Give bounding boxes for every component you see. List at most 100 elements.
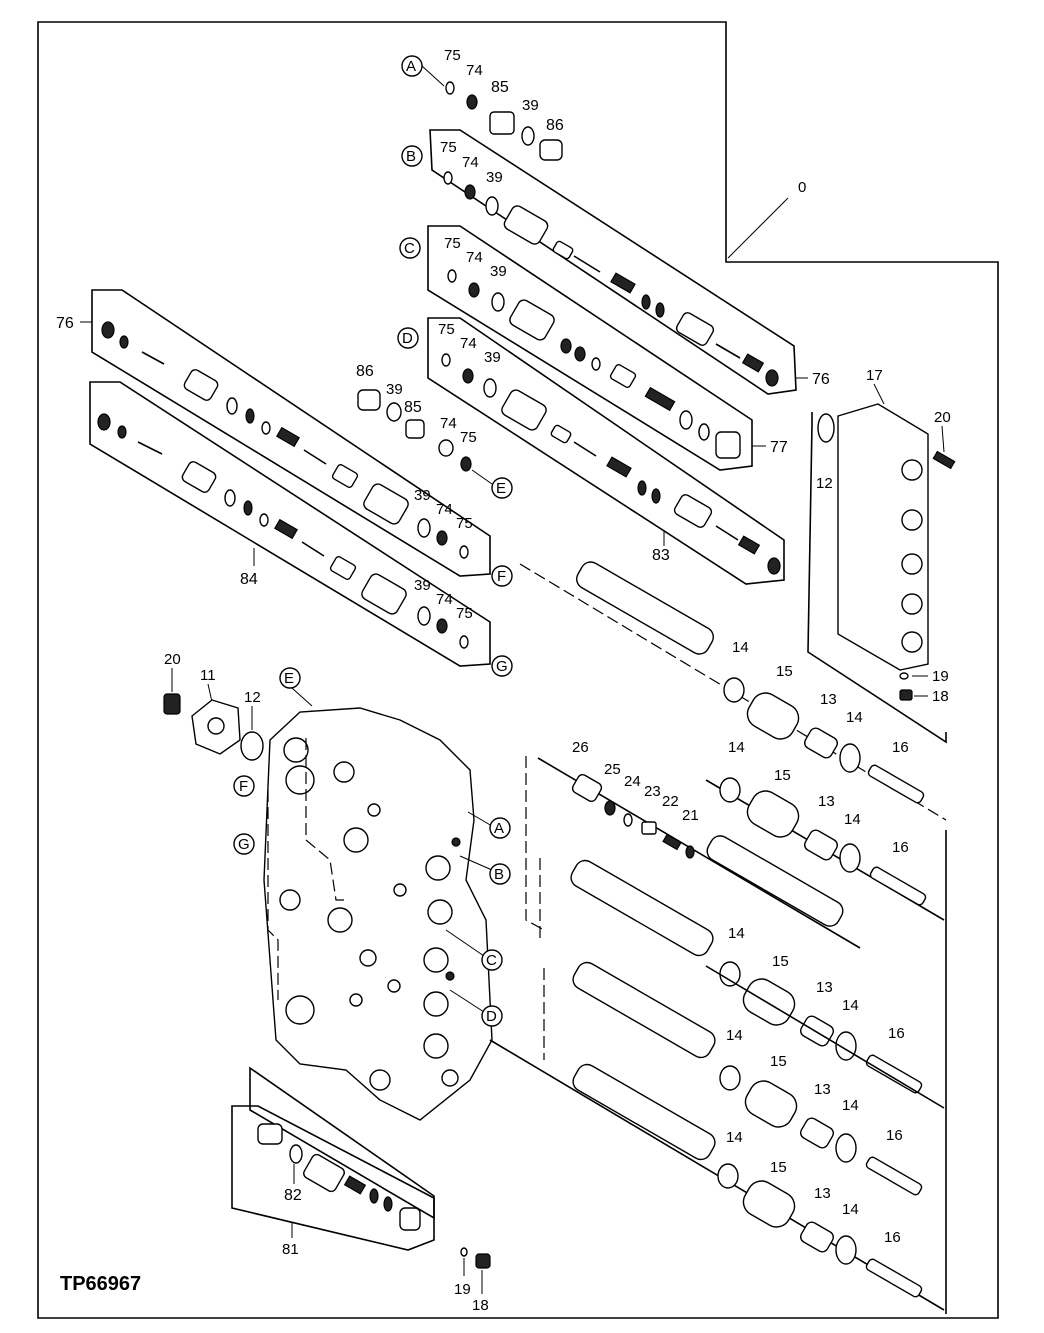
callout-label: 13 — [816, 979, 833, 996]
spool-row-1: 14 15 13 14 16 — [519, 561, 947, 821]
callout-label: 14 — [842, 1201, 859, 1218]
callout-label: 74 — [440, 415, 457, 432]
callout-label: 74 — [436, 591, 453, 608]
callout-label: 39 — [386, 381, 403, 398]
callout-label: 15 — [776, 663, 793, 680]
callout-label: 15 — [770, 1159, 787, 1176]
callout-label: 15 — [774, 767, 791, 784]
diagram-border — [37, 21, 999, 1319]
spool-row-4: 14 15 13 14 16 — [543, 961, 923, 1196]
callout-label: 25 — [604, 761, 621, 778]
callout-label: 76 — [812, 371, 830, 388]
callout-label: 13 — [820, 691, 837, 708]
callout-label: 19 — [932, 668, 949, 685]
callout-label: 75 — [444, 235, 461, 252]
callout-label: A — [494, 820, 504, 837]
callout-label: 74 — [466, 62, 483, 79]
callout-label: 75 — [456, 605, 473, 622]
callout-label: 39 — [486, 169, 503, 186]
callout-label: 13 — [814, 1185, 831, 1202]
callout-label: 86 — [356, 363, 374, 380]
callout-label: 16 — [888, 1025, 905, 1042]
figure-id: TP66967 — [60, 1273, 141, 1295]
relief-valve-kit-g: 84 39 74 75 G — [89, 381, 513, 677]
callout-label: 20 — [164, 651, 181, 668]
letter-c: C — [404, 240, 415, 257]
callout-label: 15 — [772, 953, 789, 970]
callout-label: 18 — [932, 688, 949, 705]
callout-label: 82 — [284, 1187, 302, 1204]
callout-label: G — [238, 836, 250, 853]
callout-label: 39 — [484, 349, 501, 366]
callout-label: 14 — [728, 739, 745, 756]
callout-label: 22 — [662, 793, 679, 810]
callout-label: 19 — [454, 1281, 471, 1298]
callout-label: E — [496, 480, 506, 497]
callout-label: 13 — [814, 1081, 831, 1098]
callout-label: 24 — [624, 773, 641, 790]
bottom-plug: 19 18 — [454, 1247, 491, 1314]
callout-label: 14 — [726, 1129, 743, 1146]
leader-0 — [727, 197, 789, 259]
relief-valve-kit-f: 76 39 74 75 F — [56, 289, 513, 587]
plug-group-a: A 75 74 85 39 86 — [401, 47, 564, 161]
relief-valve-kit-c: C 75 74 39 77 — [399, 225, 788, 471]
spool-row-2: 26 25 24 23 22 21 14 15 13 14 16 — [525, 739, 945, 949]
plug-group-e: 86 39 85 74 75 E — [356, 363, 513, 499]
spool-row-3: 14 15 13 14 16 — [539, 858, 945, 1109]
callout-label: F — [497, 568, 506, 585]
callout-label: 11 — [200, 667, 216, 684]
callout-label: 14 — [726, 1027, 743, 1044]
callout-label: 14 — [842, 1097, 859, 1114]
callout-label: 74 — [466, 249, 483, 266]
callout-label: C — [486, 952, 497, 969]
callout-label: 74 — [462, 154, 479, 171]
callout-label: 17 — [866, 367, 883, 384]
main-valve-body — [263, 707, 493, 1121]
callout-label: 13 — [818, 793, 835, 810]
callout-label: 81 — [282, 1241, 299, 1258]
body-callouts: E F G A B C D — [233, 667, 511, 1027]
callout-label: 16 — [884, 1229, 901, 1246]
callout-label: 14 — [846, 709, 863, 726]
callout-label: D — [486, 1008, 497, 1025]
callout-label: 12 — [244, 689, 261, 706]
callout-label: 75 — [440, 139, 457, 156]
relief-valve-kit-d: D 75 74 39 83 — [397, 317, 785, 585]
callout-label: B — [494, 866, 504, 883]
callout-label: 84 — [240, 571, 258, 588]
callout-0: 0 — [798, 179, 806, 196]
callout-label: 20 — [934, 409, 951, 426]
callout-label: 85 — [404, 399, 422, 416]
callout-label: 18 — [472, 1297, 489, 1314]
callout-label: 14 — [732, 639, 749, 656]
letter-b: B — [406, 148, 416, 165]
spool-row-5: 14 15 13 14 16 — [489, 830, 947, 1314]
callout-label: 26 — [572, 739, 589, 756]
relief-valve-kit-b: B 75 74 39 76 — [401, 129, 830, 395]
callout-label: 12 — [816, 475, 833, 492]
callout-label: 39 — [522, 97, 539, 114]
letter-a: A — [406, 58, 416, 75]
callout-label: 76 — [56, 315, 74, 332]
callout-label: 86 — [546, 117, 564, 134]
callout-label: G — [496, 658, 508, 675]
callout-label: F — [239, 778, 248, 795]
callout-label: 75 — [438, 321, 455, 338]
callout-label: 83 — [652, 547, 670, 564]
callout-label: 21 — [682, 807, 699, 824]
callout-label: 14 — [842, 997, 859, 1014]
callout-label: 14 — [844, 811, 861, 828]
callout-label: 75 — [456, 515, 473, 532]
letter-d: D — [402, 330, 413, 347]
callout-label: 75 — [460, 429, 477, 446]
callout-label: 15 — [770, 1053, 787, 1070]
callout-label: 39 — [414, 487, 431, 504]
callout-label: 16 — [886, 1127, 903, 1144]
callout-label: 14 — [728, 925, 745, 942]
callout-label: 16 — [892, 839, 909, 856]
callout-label: 85 — [491, 79, 509, 96]
callout-label: 39 — [490, 263, 507, 280]
callout-label: 74 — [436, 501, 453, 518]
